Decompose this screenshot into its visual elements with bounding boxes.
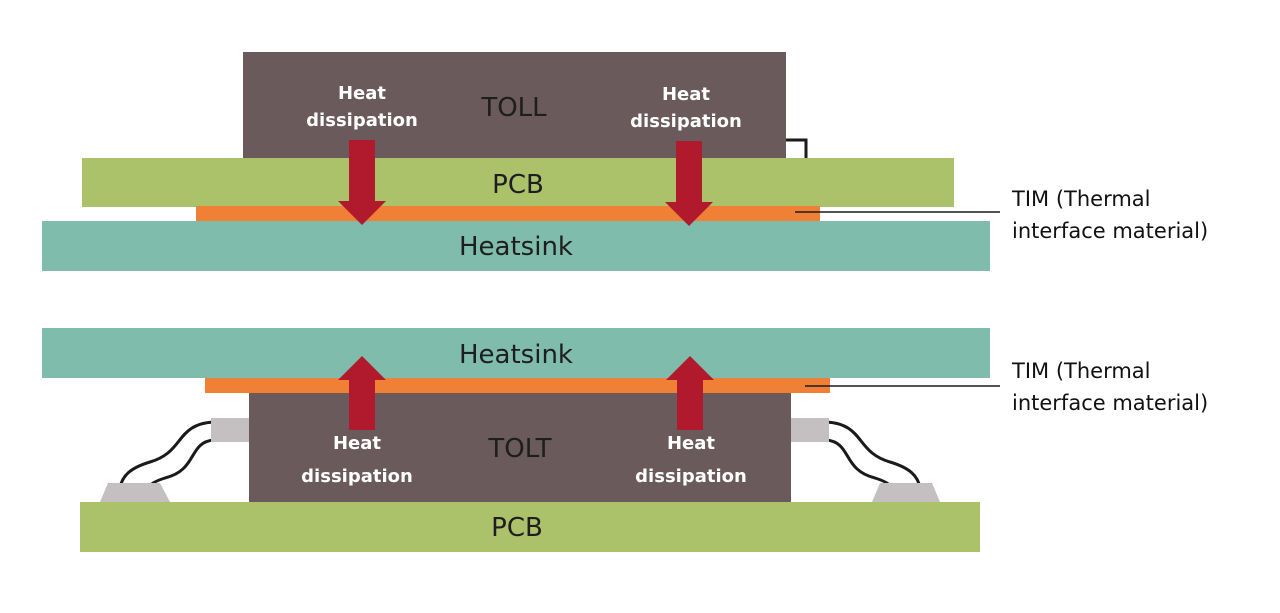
tolt-heat-label-left-line2: dissipation xyxy=(301,466,413,487)
toll-heat-arrow-right xyxy=(665,141,713,226)
toll-heat-arrow-left xyxy=(338,140,386,225)
toll-lead xyxy=(785,138,808,160)
toll-heat-label-left-line2: dissipation xyxy=(306,110,418,131)
tolt-left-lead-foot xyxy=(100,483,170,502)
toll-heat-label-right-line2: dissipation xyxy=(630,111,742,132)
tolt-tim-callout-line1: TIM (Thermal xyxy=(1011,359,1151,383)
tolt-heat-label-right-line1: Heat xyxy=(667,433,715,454)
tolt-package-label: TOLT xyxy=(487,434,551,464)
tolt-assembly: Heatsink TOLT PCB Heat dissipation Heat … xyxy=(42,328,1208,552)
toll-pcb xyxy=(82,158,954,207)
toll-tim-callout-line2: interface material) xyxy=(1012,219,1208,243)
toll-tim-layer xyxy=(196,206,820,221)
tolt-pcb xyxy=(80,502,980,552)
tolt-left-lead-stub xyxy=(211,418,249,442)
tolt-pcb-label: PCB xyxy=(491,513,543,543)
tolt-tim-layer xyxy=(205,378,830,393)
tolt-right-lead-foot xyxy=(872,483,940,502)
toll-package-label: TOLL xyxy=(480,93,547,123)
tolt-left-lead-wire xyxy=(118,420,215,493)
toll-heat-label-left-line1: Heat xyxy=(338,83,386,104)
tolt-heatsink xyxy=(42,328,990,378)
toll-heatsink xyxy=(42,221,990,271)
tolt-heat-label-right-line2: dissipation xyxy=(635,466,747,487)
toll-heatsink-label: Heatsink xyxy=(459,232,573,262)
tolt-right-lead-wire xyxy=(825,420,922,493)
tolt-heat-arrow-left xyxy=(338,356,386,430)
toll-tim-callout-line1: TIM (Thermal xyxy=(1011,187,1151,211)
tolt-left-lead xyxy=(100,418,249,502)
toll-pcb-label: PCB xyxy=(492,170,544,200)
tolt-heatsink-label: Heatsink xyxy=(459,340,573,370)
toll-heat-label-right-line1: Heat xyxy=(662,84,710,105)
tolt-tim-callout-line2: interface material) xyxy=(1012,391,1208,415)
tolt-right-lead xyxy=(791,418,940,502)
tolt-heat-label-left-line1: Heat xyxy=(333,433,381,454)
tolt-right-lead-stub xyxy=(791,418,829,442)
toll-assembly: TOLL PCB Heatsink Heat dissipation Heat … xyxy=(42,52,1208,271)
tolt-heat-arrow-right xyxy=(666,356,714,430)
